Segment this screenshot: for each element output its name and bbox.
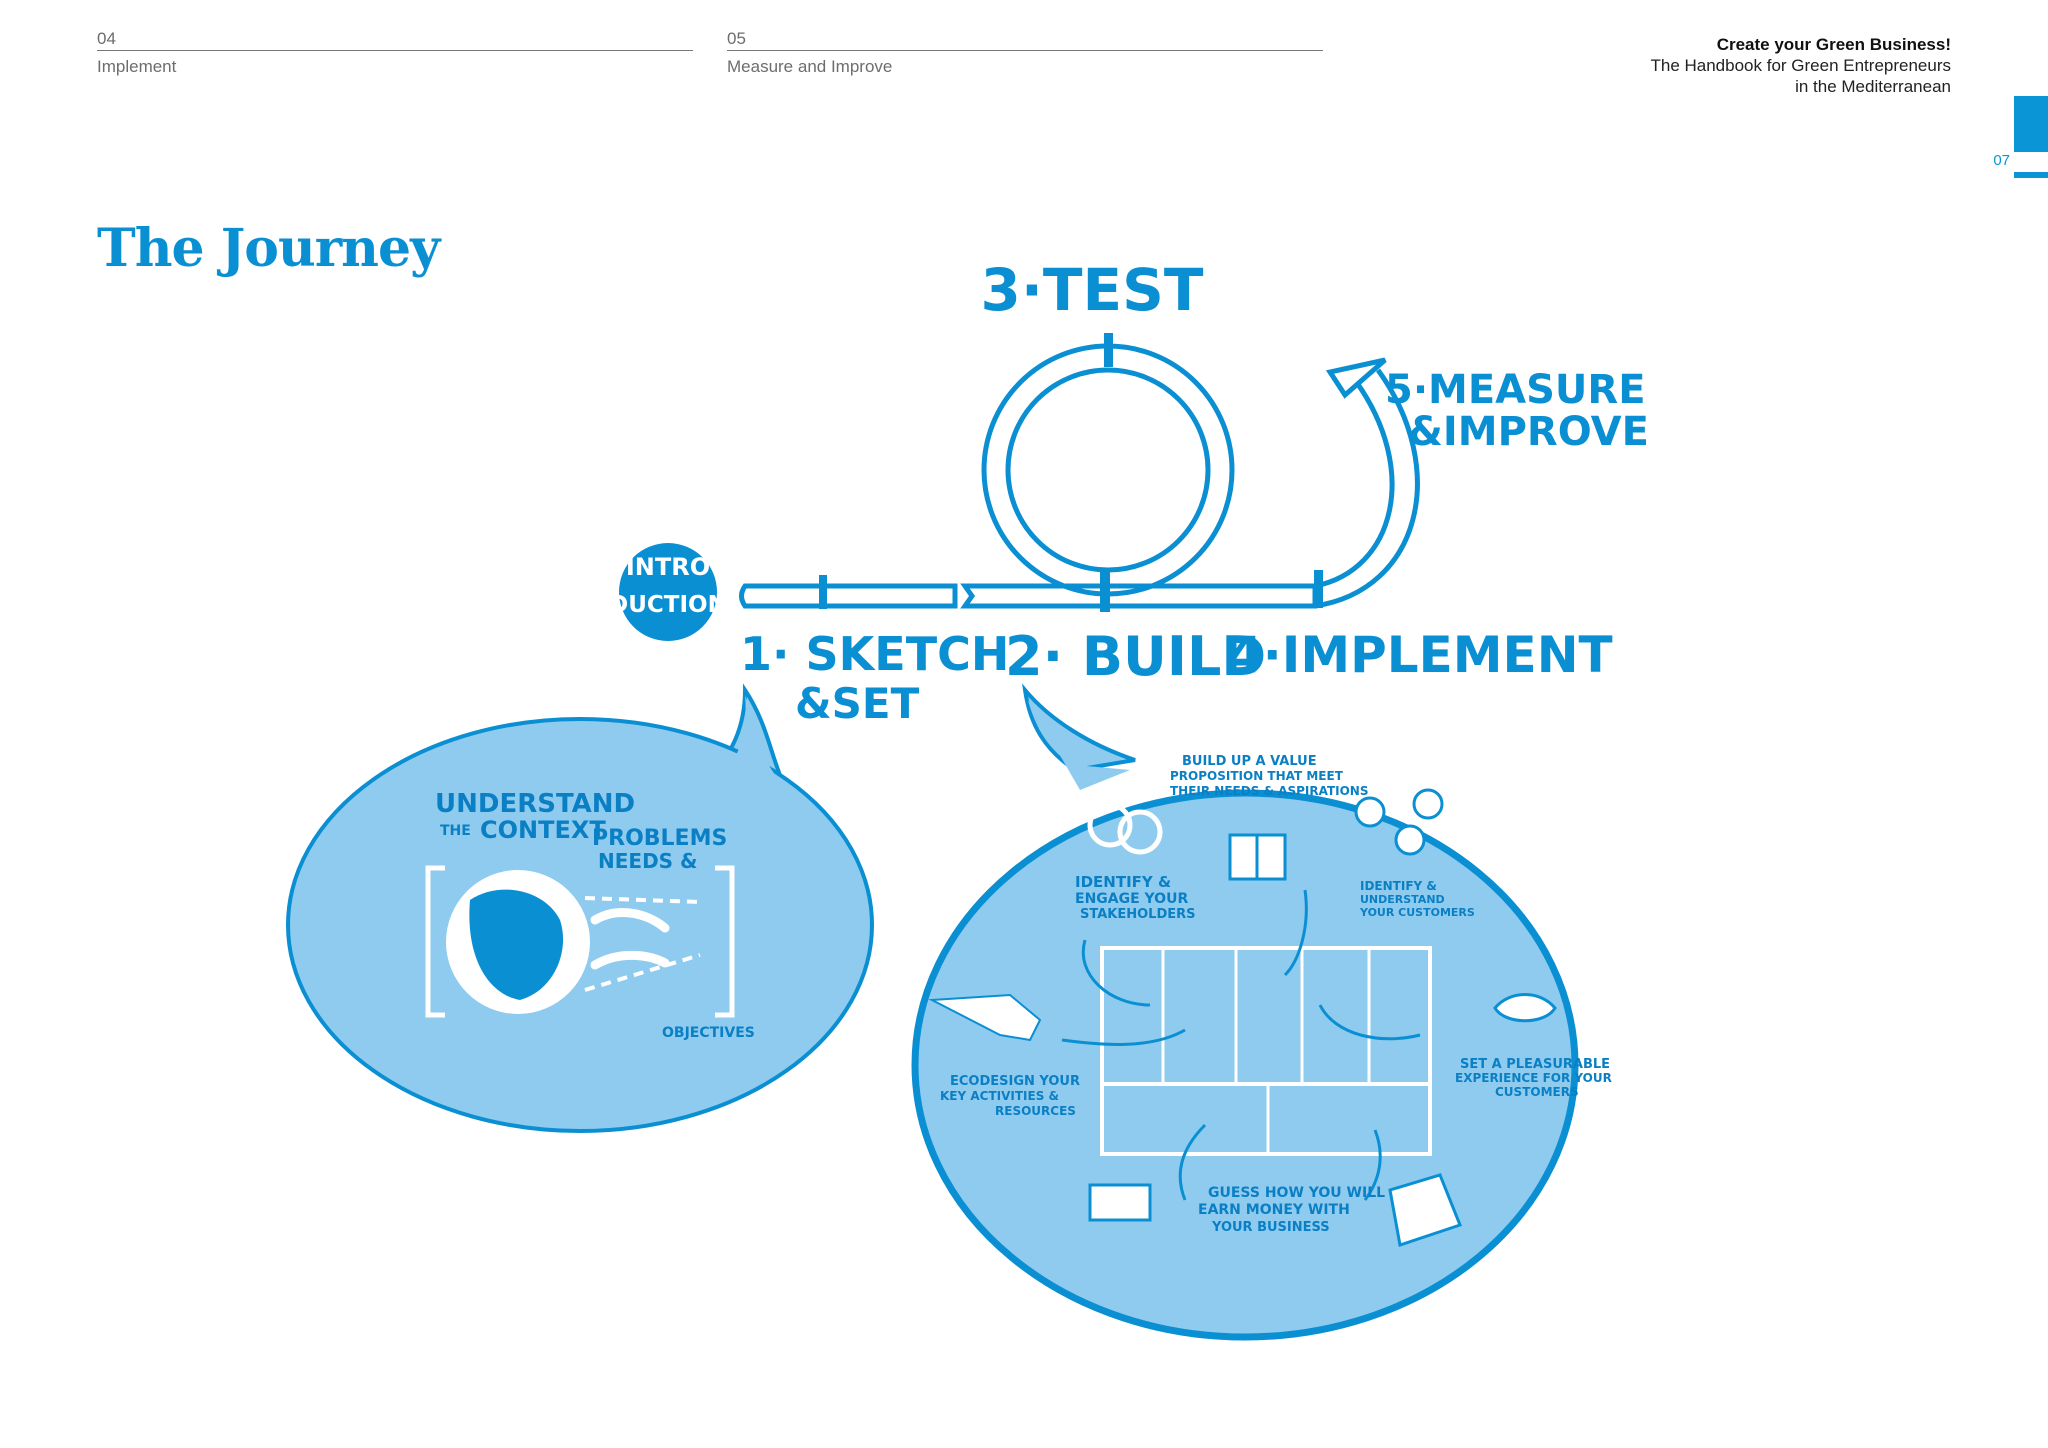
- section-label: Measure and Improve: [727, 57, 893, 76]
- step1-label-line2: &SET: [795, 679, 920, 728]
- problems-label: PROBLEMS: [592, 826, 727, 851]
- section-05[interactable]: 05 Measure and Improve: [727, 28, 1323, 77]
- identify-label-line2: ENGAGE YOUR: [1075, 891, 1188, 907]
- step4-label: 4·IMPLEMENT: [1228, 626, 1613, 684]
- experience-label-line3: CUSTOMERS: [1495, 1085, 1579, 1099]
- customers-label-line3: YOUR CUSTOMERS: [1359, 906, 1475, 919]
- sketch-icons: [928, 788, 1557, 1247]
- book-subtitle-line2: in the Mediterranean: [1795, 77, 1951, 96]
- section-04[interactable]: 04 Implement: [97, 28, 693, 77]
- ecodesign-label-line2: KEY ACTIVITIES &: [940, 1089, 1059, 1103]
- money-label-line2: EARN MONEY WITH: [1198, 1202, 1350, 1218]
- section-number: 04: [97, 28, 693, 51]
- page-title: The Journey: [97, 218, 440, 279]
- money-label-line3: YOUR BUSINESS: [1211, 1220, 1330, 1235]
- page-number: 07: [1993, 152, 2010, 169]
- understand-label: UNDERSTAND: [435, 789, 635, 819]
- ecodesign-label-line1: ECODESIGN YOUR: [950, 1074, 1080, 1089]
- chapter-tab-underline: [2014, 172, 2048, 178]
- experience-label-line2: EXPERIENCE FOR YOUR: [1455, 1071, 1612, 1085]
- identify-label-line3: STAKEHOLDERS: [1080, 907, 1196, 922]
- section-number: 05: [727, 28, 1323, 51]
- business-model-canvas: [1100, 946, 1432, 1156]
- context-illustration: [425, 865, 735, 1018]
- canvas-arrows: [1061, 889, 1421, 1201]
- money-label-line1: GUESS HOW YOU WILL: [1208, 1185, 1385, 1201]
- customers-label-line1: IDENTIFY &: [1360, 879, 1437, 893]
- section-label: Implement: [97, 57, 177, 76]
- step1-label-line1: 1· SKETCH: [740, 627, 1009, 681]
- identify-label-line1: IDENTIFY &: [1075, 873, 1171, 891]
- step2-label: 2· BUILD: [1005, 625, 1266, 688]
- chapter-tab: [2014, 96, 2048, 152]
- objectives-label: OBJECTIVES: [662, 1025, 755, 1041]
- journey-track: [739, 333, 1420, 612]
- step3-label: 3·TEST: [981, 256, 1204, 324]
- intro-disc: [619, 543, 717, 641]
- ecodesign-label-line3: RESOURCES: [995, 1104, 1076, 1118]
- experience-label-line1: SET A PLEASURABLE: [1460, 1057, 1610, 1072]
- book-title: Create your Green Business!: [1716, 35, 1951, 54]
- intro-label-line1: INTRO: [626, 553, 710, 581]
- intro-label-line2: DUCTION: [609, 592, 727, 618]
- the-label: THE: [440, 823, 471, 839]
- book-subtitle-line1: The Handbook for Green Entrepreneurs: [1650, 56, 1951, 75]
- book-title-block: Create your Green Business! The Handbook…: [1650, 34, 1951, 97]
- step5-label-line2: &IMPROVE: [1408, 409, 1649, 455]
- value-label-line3: THEIR NEEDS & ASPIRATIONS: [1170, 784, 1369, 798]
- customers-label-line2: UNDERSTAND: [1360, 893, 1445, 906]
- context-label: CONTEXT: [480, 816, 606, 844]
- needs-label: NEEDS &: [598, 849, 697, 873]
- value-label-line2: PROPOSITION THAT MEET: [1170, 769, 1344, 783]
- step5-label-line1: 5·MEASURE: [1385, 367, 1646, 413]
- value-label-line1: BUILD UP A VALUE: [1182, 754, 1317, 769]
